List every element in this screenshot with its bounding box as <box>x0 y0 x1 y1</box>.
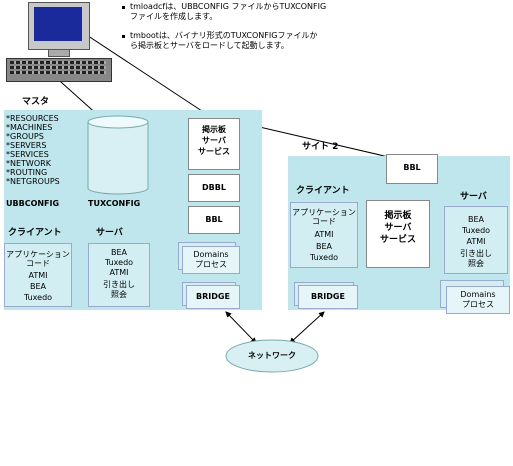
site2-bridge-box: BRIDGE <box>298 285 358 309</box>
master-client-box: アプリケーション コード ATMI BEA Tuxedo <box>4 243 72 307</box>
master-title: マスタ <box>22 97 50 107</box>
master-bridge-box: BRIDGE <box>186 285 240 309</box>
master-client-title: クライアント <box>8 228 62 238</box>
note-line-3: tmbootは、バイナリ形式のTUXCONFIGファイルか <box>130 31 318 40</box>
site2-network-arrow <box>289 311 325 344</box>
config-section: *NETWORK <box>6 159 51 168</box>
config-section: *ROUTING <box>6 168 48 177</box>
site2-client-title: クライアント <box>296 186 350 196</box>
config-section: *SERVICES <box>6 150 49 159</box>
computer-icon <box>4 2 114 88</box>
site2-bbl-box: BBL <box>386 154 438 184</box>
note-line-1: tmloadcfは、UBBCONFIG ファイルからTUXCONFIG <box>130 2 327 11</box>
site2-client-box: アプリケーション コード ATMI BEA Tuxedo <box>290 202 358 268</box>
config-section: *GROUPS <box>6 132 44 141</box>
note-line-2: ファイルを作成します。 <box>130 12 218 21</box>
tmboot-arrow-master <box>69 23 209 116</box>
master-dbbl-box: DBBL <box>188 174 240 202</box>
ubbconfig-label: UBBCONFIG <box>6 199 60 208</box>
note-line-4: ら掲示板とサーバをロードして起動します。 <box>130 41 289 50</box>
site2-bulletin-board: 掲示板 サーバ サービス <box>366 200 430 268</box>
site2-title: サイト 2 <box>302 142 339 152</box>
tmboot-arrow-site2 <box>237 121 394 160</box>
network-label: ネットワーク <box>248 351 296 360</box>
config-section: *SERVERS <box>6 141 47 150</box>
master-server-title: サーバ <box>96 228 123 238</box>
site2-server-box: BEA Tuxedo ATMI 引き出し 照会 <box>444 206 508 274</box>
site2-server-title: サーバ <box>460 192 487 202</box>
config-section: *NETGROUPS <box>6 177 60 186</box>
master-server-box: BEA Tuxedo ATMI 引き出し 照会 <box>88 243 150 307</box>
site2-domains-process: Domains プロセス <box>446 286 510 314</box>
config-section: *MACHINES <box>6 123 53 132</box>
bullet-icon <box>122 35 125 38</box>
config-section-list: *RESOURCES *MACHINES *GROUPS *SERVERS *S… <box>6 114 81 196</box>
config-section: *RESOURCES <box>6 114 59 123</box>
master-bbl-box: BBL <box>188 206 240 234</box>
master-network-arrow <box>225 311 257 344</box>
bullet-icon <box>122 6 125 9</box>
master-domains-process: Domains プロセス <box>182 246 240 274</box>
master-bulletin-board: 掲示板 サーバ サービス <box>188 118 240 170</box>
tuxconfig-label: TUXCONFIG <box>88 199 141 208</box>
